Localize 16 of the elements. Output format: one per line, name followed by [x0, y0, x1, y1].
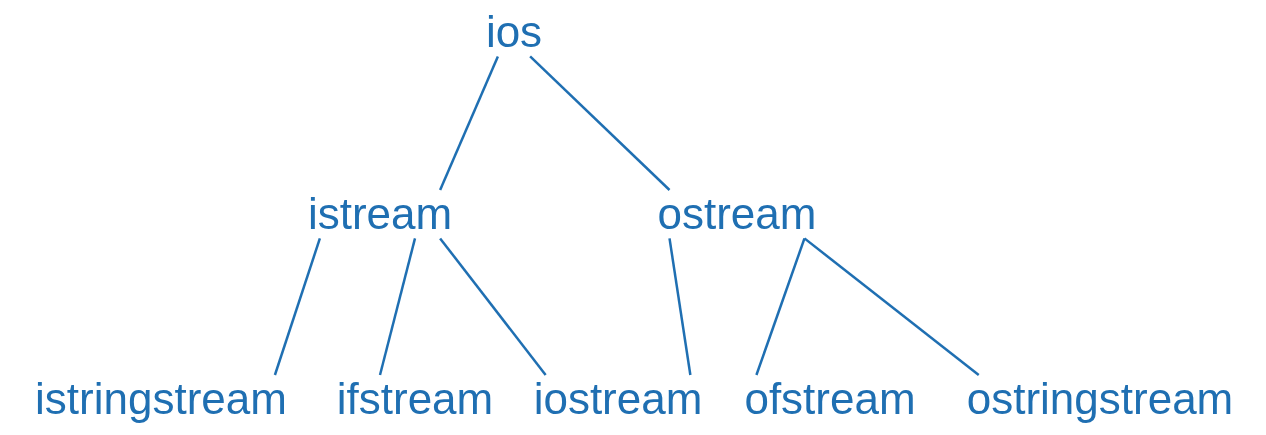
class-name: ostream	[657, 190, 817, 239]
class-name: ios	[485, 8, 543, 57]
connector-line	[378, 238, 417, 376]
connector-line	[803, 237, 980, 376]
class-name: istream	[307, 190, 453, 239]
connector-line	[439, 55, 500, 191]
connector-line	[668, 238, 692, 376]
class-name: ostringstream	[966, 375, 1234, 424]
class-name: iostream	[533, 375, 703, 424]
connector-line	[439, 237, 547, 376]
class-name: ifstream	[336, 375, 494, 424]
connector-line	[273, 238, 322, 376]
class-name: ofstream	[744, 375, 916, 424]
connector-line	[755, 237, 806, 376]
class-name: istringstream	[35, 375, 287, 424]
connector-line	[529, 55, 671, 191]
